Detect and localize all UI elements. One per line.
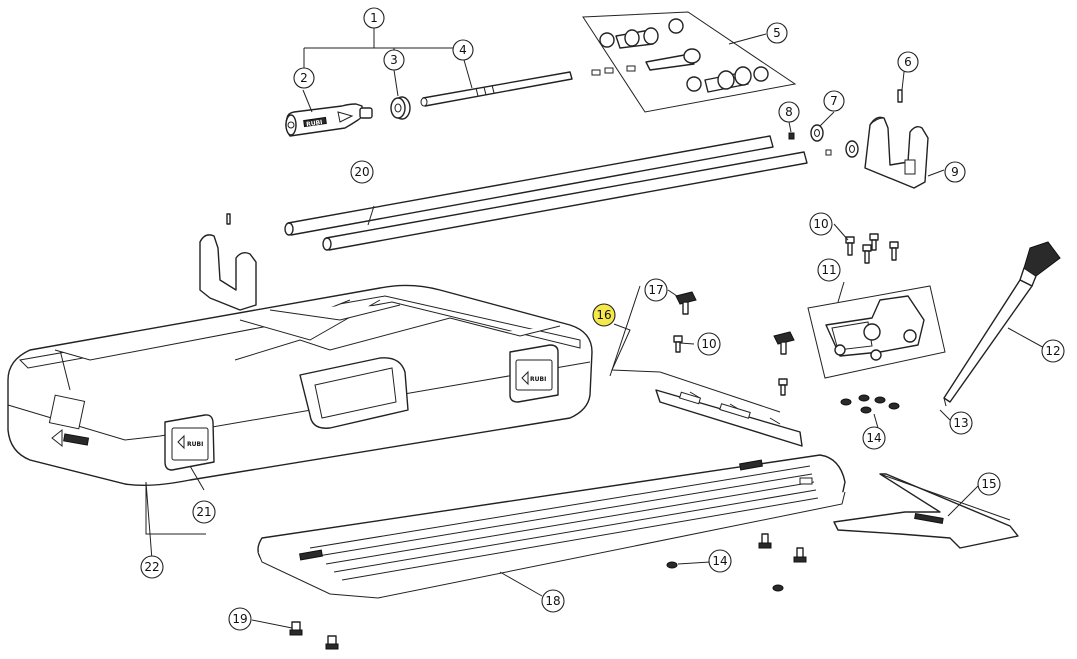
nut-set-part [666, 394, 900, 592]
callout-label: 4 [459, 43, 467, 57]
callout-17: 17 [644, 278, 668, 302]
callout-label: 13 [953, 416, 968, 430]
pin-part [897, 89, 903, 103]
callout-2: 2 [293, 67, 315, 89]
callout-label: 9 [951, 165, 959, 179]
callout-12: 12 [1041, 339, 1065, 363]
handle-brand-text: RUBI [306, 119, 323, 128]
washer-part [810, 124, 859, 158]
callout-15: 15 [977, 472, 1001, 496]
bolt-set-part [673, 233, 899, 396]
callout-4: 4 [452, 39, 474, 61]
callout-label: 15 [981, 477, 996, 491]
callout-14a: 14 [862, 426, 886, 450]
callout-label: 6 [904, 55, 912, 69]
callout-label: 1 [370, 11, 378, 25]
cutter-head-part [807, 285, 946, 379]
shaft-part [420, 71, 573, 107]
callout-1: 1 [363, 7, 385, 29]
callout-8: 8 [778, 101, 800, 123]
callout-6: 6 [897, 51, 919, 73]
callout-label: 22 [144, 560, 159, 574]
carry-case-part: RUBI RUBI [7, 284, 593, 487]
callout-label: 16 [596, 308, 611, 322]
callout-18: 18 [541, 589, 565, 613]
side-latch-brand-text: RUBI [530, 376, 546, 383]
callout-label: 3 [390, 53, 398, 67]
callout-label: 10 [813, 217, 828, 231]
callout-19: 19 [228, 607, 252, 631]
bottom-bolts-part [289, 533, 807, 650]
callout-label: 11 [821, 263, 836, 277]
callout-13: 13 [949, 411, 973, 435]
scoring-tool-part [943, 241, 1061, 407]
callout-10a: 10 [809, 212, 833, 236]
guide-rods-part [284, 135, 808, 251]
joint-kit-part [582, 11, 797, 113]
callout-label: 10 [701, 337, 716, 351]
callout-7: 7 [823, 90, 845, 112]
callout-label: 2 [300, 71, 308, 85]
callout-11: 11 [817, 258, 841, 282]
nut-part [390, 96, 411, 120]
base-plate-part [257, 454, 846, 599]
callout-label: 5 [773, 26, 781, 40]
callout-9: 9 [944, 161, 966, 183]
callout-label: 17 [648, 283, 663, 297]
callout-16: 16 [592, 303, 616, 327]
callout-label: 8 [785, 105, 793, 119]
knob-part [675, 291, 795, 355]
callout-label: 19 [232, 612, 247, 626]
callout-label: 12 [1045, 344, 1060, 358]
callout-22: 22 [140, 555, 164, 579]
callout-5: 5 [766, 22, 788, 44]
small-pin-part [788, 132, 795, 140]
left-bracket-part [199, 213, 257, 311]
callout-label: 18 [545, 594, 560, 608]
callout-label: 21 [196, 505, 211, 519]
guide-plate-part [833, 473, 1019, 549]
handle-grip-part: RUBI [285, 103, 373, 137]
callout-label: 14 [712, 554, 727, 568]
callout-20: 20 [350, 160, 374, 184]
callout-14b: 14 [708, 549, 732, 573]
end-bracket-part [864, 116, 929, 189]
callout-3: 3 [383, 49, 405, 71]
callout-label: 14 [866, 431, 881, 445]
callout-21: 21 [192, 500, 216, 524]
rail-part [655, 371, 803, 447]
callout-label: 20 [354, 165, 369, 179]
callout-label: 7 [830, 94, 838, 108]
front-latch-brand-text: RUBI [187, 441, 203, 448]
callout-10b: 10 [697, 332, 721, 356]
